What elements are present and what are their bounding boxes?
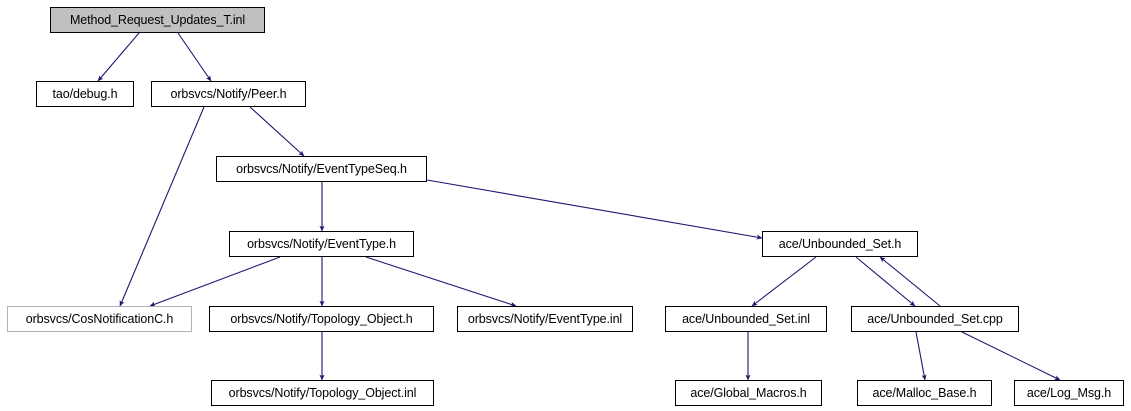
node-label: orbsvcs/Notify/Topology_Object.h xyxy=(230,311,413,326)
node-tao_debug[interactable]: tao/debug.h xyxy=(36,81,134,107)
node-label: ace/Unbounded_Set.h xyxy=(778,236,902,251)
edge-peer_h-to-ets_h xyxy=(249,106,305,157)
edge-root-to-tao_debug xyxy=(97,32,140,82)
node-label: orbsvcs/Notify/EventType.inl xyxy=(467,311,623,326)
edge-uset_h-to-uset_inl xyxy=(751,256,817,307)
node-label: orbsvcs/Notify/EventType.h xyxy=(247,236,396,251)
node-et_h[interactable]: orbsvcs/Notify/EventType.h xyxy=(229,231,414,257)
node-uset_cpp[interactable]: ace/Unbounded_Set.cpp xyxy=(851,306,1019,332)
node-label: ace/Unbounded_Set.inl xyxy=(682,311,810,326)
edge-uset_h-to-uset_cpp xyxy=(855,256,916,307)
node-label: ace/Malloc_Base.h xyxy=(872,385,977,400)
node-log_msg[interactable]: ace/Log_Msg.h xyxy=(1014,380,1124,406)
node-peer_h[interactable]: orbsvcs/Notify/Peer.h xyxy=(151,81,306,107)
node-label: tao/debug.h xyxy=(52,86,118,101)
node-uset_h[interactable]: ace/Unbounded_Set.h xyxy=(762,231,918,257)
node-label: orbsvcs/Notify/Peer.h xyxy=(170,86,287,101)
node-topo_h[interactable]: orbsvcs/Notify/Topology_Object.h xyxy=(209,306,434,332)
node-ets_h[interactable]: orbsvcs/Notify/EventTypeSeq.h xyxy=(216,156,427,182)
node-label: Method_Request_Updates_T.inl xyxy=(69,12,246,27)
edges xyxy=(97,32,1061,381)
node-label: ace/Log_Msg.h xyxy=(1026,385,1112,400)
edge-peer_h-to-cosnotif xyxy=(119,106,205,307)
node-topo_inl[interactable]: orbsvcs/Notify/Topology_Object.inl xyxy=(211,380,434,406)
node-uset_inl[interactable]: ace/Unbounded_Set.inl xyxy=(665,306,827,332)
node-label: orbsvcs/Notify/Topology_Object.inl xyxy=(228,385,417,400)
node-label: ace/Unbounded_Set.cpp xyxy=(867,311,1003,326)
edge-uset_cpp-to-uset_h xyxy=(879,256,941,307)
node-malloc_base[interactable]: ace/Malloc_Base.h xyxy=(857,380,992,406)
node-root[interactable]: Method_Request_Updates_T.inl xyxy=(50,7,265,33)
node-cosnotif[interactable]: orbsvcs/CosNotificationC.h xyxy=(7,306,192,332)
edge-uset_cpp-to-log_msg xyxy=(961,331,1061,381)
edge-ets_h-to-uset_h xyxy=(426,179,763,240)
edge-root-to-peer_h xyxy=(177,32,212,82)
node-label: orbsvcs/Notify/EventTypeSeq.h xyxy=(236,161,407,176)
node-et_inl[interactable]: orbsvcs/Notify/EventType.inl xyxy=(457,306,633,332)
node-label: ace/Global_Macros.h xyxy=(690,385,807,400)
node-gmacros[interactable]: ace/Global_Macros.h xyxy=(675,380,822,406)
edge-uset_cpp-to-malloc_base xyxy=(915,331,927,381)
edge-et_h-to-cosnotif xyxy=(149,256,281,307)
edge-et_h-to-et_inl xyxy=(365,256,517,307)
node-label: orbsvcs/CosNotificationC.h xyxy=(25,311,174,326)
